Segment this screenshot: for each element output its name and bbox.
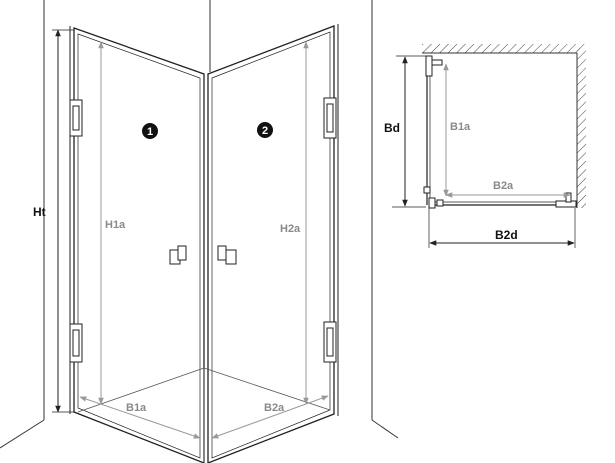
door-1-badge: 1 xyxy=(142,123,158,139)
b2a-dimension-line xyxy=(211,395,329,439)
door-2-badge: 2 xyxy=(257,122,273,138)
h1a-label: H1a xyxy=(105,219,126,231)
plan-b2a-label: B2a xyxy=(493,180,514,192)
hinge-right-top-icon xyxy=(323,97,337,139)
hinge-left-bottom-icon xyxy=(69,323,83,363)
floor-outline xyxy=(77,367,331,463)
b1a-dimension-line xyxy=(79,396,201,439)
ht-label: Ht xyxy=(33,205,46,219)
handle-right-icon xyxy=(217,245,237,265)
door-panel-1 xyxy=(69,26,205,463)
door-panel-2 xyxy=(207,24,339,463)
perspective-view: Ht H1a H2a B1a B2a 1 2 xyxy=(0,0,399,463)
svg-text:2: 2 xyxy=(262,125,268,137)
h2a-label: H2a xyxy=(280,223,301,235)
hinge-right-bottom-icon xyxy=(323,321,337,363)
hinge-left-top-icon xyxy=(69,99,83,137)
plan-hinge-top-icon xyxy=(425,55,443,77)
plan-corner-fittings-icon xyxy=(423,186,444,209)
handle-left-icon xyxy=(169,245,187,265)
bd-label: Bd xyxy=(384,121,400,135)
b1a-label: B1a xyxy=(126,402,147,414)
b2d-label: B2d xyxy=(495,228,518,242)
plan-glass-panels xyxy=(426,56,574,206)
plan-view: Bd B1a B2a B2d xyxy=(384,44,586,248)
plan-b1a-label: B1a xyxy=(450,121,471,133)
b2a-label: B2a xyxy=(264,402,285,414)
svg-text:1: 1 xyxy=(147,126,153,138)
plan-walls xyxy=(422,44,586,208)
room-walls xyxy=(0,0,399,449)
